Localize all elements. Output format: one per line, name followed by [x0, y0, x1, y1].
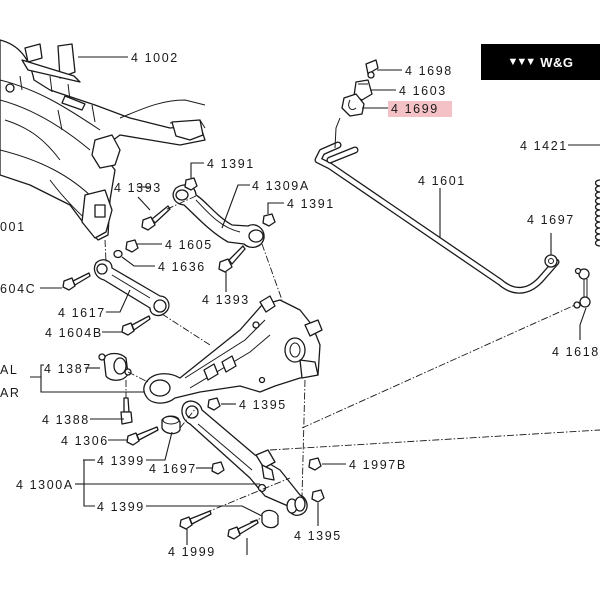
bushing-41697-right[interactable]	[544, 254, 558, 268]
nut-41391-right[interactable]	[262, 213, 276, 227]
brand-badge: ▼▼▼ W&G	[481, 44, 600, 80]
callout-41395-lower[interactable]: 4 1395	[294, 529, 342, 543]
callout-41388[interactable]: 4 1388	[42, 413, 90, 427]
callout-41618[interactable]: 4 1618	[552, 345, 600, 359]
leader-lines	[30, 56, 600, 555]
callout-41387[interactable]: 4 1387	[44, 362, 92, 376]
callout-41697-right[interactable]: 4 1697	[527, 213, 575, 227]
bolt-41393-left[interactable]	[141, 205, 171, 231]
callout-labels: 4 1002 4 1698 4 1603 4 1699 4 1421 4 139…	[0, 51, 600, 559]
bushing-41399-upper[interactable]	[161, 415, 181, 435]
callout-41636[interactable]: 4 1636	[158, 260, 206, 274]
bolt-41388[interactable]	[120, 397, 133, 425]
stabilizer-link-41618[interactable]	[573, 267, 591, 309]
triple-chevron-logo-icon: ▼▼▼	[507, 56, 537, 68]
callout-41001[interactable]: 001	[0, 220, 26, 234]
bolt-41698[interactable]	[365, 59, 379, 79]
assembly-lines	[104, 195, 600, 523]
callout-41306[interactable]: 4 1306	[61, 434, 109, 448]
washer-41636[interactable]	[113, 249, 123, 259]
stabilizer-bar-41601[interactable]	[314, 141, 560, 294]
upper-arm-41309A[interactable]	[172, 184, 265, 249]
bushing-41399-lower[interactable]	[261, 509, 279, 529]
coil-spring-41421[interactable]	[594, 179, 600, 247]
nut-41391-left[interactable]	[184, 177, 198, 191]
callout-41601[interactable]: 4 1601	[418, 174, 466, 188]
label-ar: AR	[0, 386, 21, 400]
nut-41997B[interactable]	[308, 457, 322, 471]
callout-41399-upper[interactable]: 4 1399	[97, 454, 145, 468]
callout-41002[interactable]: 4 1002	[131, 51, 179, 65]
callout-41697-lower[interactable]: 4 1697	[149, 462, 197, 476]
callout-41309A[interactable]: 4 1309A	[252, 179, 310, 193]
callout-41999[interactable]: 4 1999	[168, 545, 216, 559]
callout-41604B[interactable]: 4 1604B	[45, 326, 103, 340]
bolt-41306[interactable]	[126, 426, 159, 446]
callout-41698[interactable]: 4 1698	[405, 64, 453, 78]
callout-41399-lower[interactable]: 4 1399	[97, 500, 145, 514]
highlight-41699	[388, 101, 452, 117]
callout-41300A[interactable]: 4 1300A	[16, 478, 74, 492]
callout-41391-upper[interactable]: 4 1391	[207, 157, 255, 171]
callout-41997B[interactable]: 4 1997B	[349, 458, 407, 472]
nut-41605[interactable]	[125, 239, 139, 253]
callout-41605[interactable]: 4 1605	[165, 238, 213, 252]
brand-name: W&G	[540, 54, 574, 70]
bolt-41999-right[interactable]	[227, 519, 259, 540]
callout-41421[interactable]: 4 1421	[520, 139, 568, 153]
bolt-41604C[interactable]	[62, 272, 91, 291]
lower-arm-41300A[interactable]	[181, 400, 308, 516]
bushing-41387[interactable]	[98, 352, 132, 381]
callout-41603[interactable]: 4 1603	[399, 84, 447, 98]
bracket-41002[interactable]	[19, 43, 86, 111]
nut-41395-upper[interactable]	[207, 397, 221, 411]
trailing-arm-knuckle[interactable]	[143, 295, 323, 404]
callout-41617[interactable]: 4 1617	[58, 306, 106, 320]
bushing-41699[interactable]	[341, 93, 365, 117]
crossmember-41001[interactable]	[0, 39, 206, 241]
callout-41604C[interactable]: 604C	[0, 282, 36, 296]
bolt-41393-right[interactable]	[218, 245, 246, 273]
bolt-41604B[interactable]	[121, 315, 151, 336]
label-al: AL	[0, 363, 19, 377]
bracket-41603[interactable]	[353, 79, 373, 101]
callout-41391-lower[interactable]: 4 1391	[287, 197, 335, 211]
callout-41395-upper[interactable]: 4 1395	[239, 398, 287, 412]
callout-41393-right[interactable]: 4 1393	[202, 293, 250, 307]
nut-41395-lower[interactable]	[311, 489, 325, 503]
nut-41697-lower[interactable]	[211, 461, 225, 475]
callout-41699[interactable]: 4 1699	[391, 102, 439, 116]
bolt-41999-left[interactable]	[179, 510, 212, 530]
lower-link-41617[interactable]	[93, 259, 170, 317]
callout-41393-left[interactable]: 4 1393	[114, 181, 162, 195]
